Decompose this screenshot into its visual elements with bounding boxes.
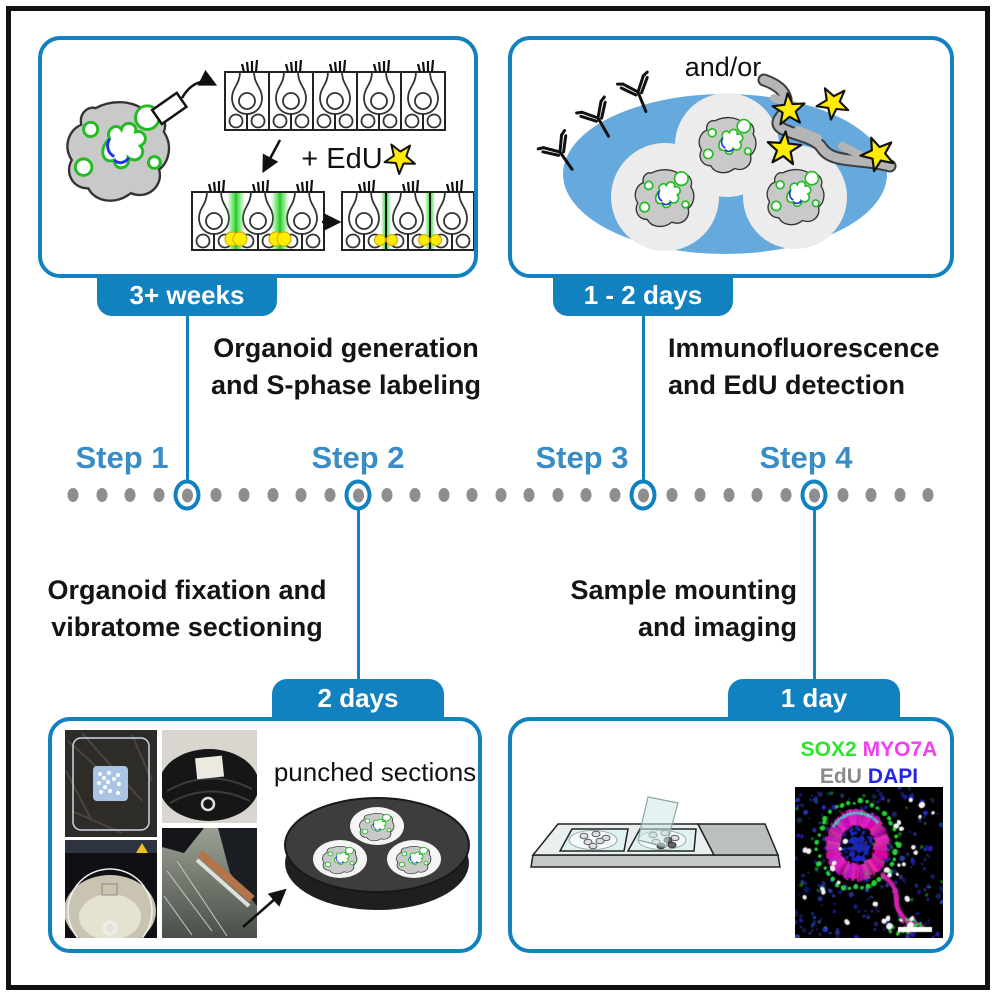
organoid-icon — [766, 168, 825, 226]
organoid-icon — [65, 100, 171, 203]
slide-illustration — [530, 796, 781, 868]
fluorescence-micrograph — [795, 787, 943, 938]
connector-step2 — [356, 506, 360, 684]
photo-specimen-disc — [162, 730, 257, 823]
edu-star-icon — [378, 138, 419, 179]
coverslip — [637, 796, 679, 848]
marker-edu: EdU — [819, 765, 862, 788]
phase-description-1: Organoid generation and S-phase labeling — [210, 333, 482, 400]
punched-sections-label: punched sections — [273, 757, 477, 787]
duration-badge-step2: 2 days — [272, 679, 444, 719]
punched-sections-disc — [284, 797, 470, 910]
connector-step1 — [185, 308, 189, 484]
organoid-icon — [634, 168, 695, 228]
edu-label: + EdU — [301, 143, 382, 175]
cell-row-divided — [340, 178, 474, 252]
panel-immunofluorescence — [508, 36, 954, 278]
connector-step4 — [812, 506, 816, 684]
marker-dapi: DAPI — [867, 765, 919, 788]
duration-badge-step3: 1 - 2 days — [553, 276, 733, 316]
duration-badge-step1: 3+ weeks — [97, 276, 277, 316]
cell-row-edu-labeled — [190, 178, 326, 252]
panel-mounting-imaging — [508, 717, 954, 953]
slide-front-edge — [530, 854, 781, 868]
phase-description-2: Organoid fixation and vibratome sectioni… — [47, 575, 327, 642]
organoid-icon — [396, 845, 432, 875]
punched-arrow — [242, 888, 287, 928]
photo-vibratome-blade — [162, 828, 257, 938]
duration-badge-step4: 1 day — [728, 679, 900, 719]
panel-organoid-generation: + EdU — [38, 36, 478, 278]
panel-vibratome — [48, 717, 482, 953]
slide-label-area — [696, 823, 780, 856]
immunofluorescence-illustration — [536, 70, 897, 254]
organoid-icon — [322, 845, 358, 875]
connector-step3 — [641, 308, 645, 484]
marker-sox2: SOX2 — [800, 738, 857, 761]
dna-strand-icon — [757, 73, 897, 174]
andor-label: and/or — [684, 52, 762, 82]
step-label-2: Step 2 — [311, 440, 405, 475]
organoid-icon — [359, 812, 395, 842]
marker-myo7a: MYO7A — [862, 738, 938, 761]
phase-description-4: Sample mounting and imaging — [570, 575, 797, 642]
step-label-1: Step 1 — [75, 440, 169, 475]
zoom-arrow — [180, 69, 218, 99]
figure-frame — [6, 6, 990, 990]
organoid-generation-illustration: + EdU — [65, 58, 474, 252]
cell-row-unlabeled — [223, 58, 447, 132]
phase-description-3: Immunofluorescence and EdU detection — [668, 333, 940, 400]
cut-region-box — [150, 91, 189, 126]
photo-vibratome-chamber — [65, 840, 157, 938]
step-label-4: Step 4 — [759, 440, 853, 475]
step-label-3: Step 3 — [535, 440, 629, 475]
vibratome-illustration — [65, 730, 470, 938]
photo-embedding-plate — [65, 730, 157, 837]
down-arrow — [262, 139, 282, 174]
organoid-icon — [698, 116, 757, 174]
